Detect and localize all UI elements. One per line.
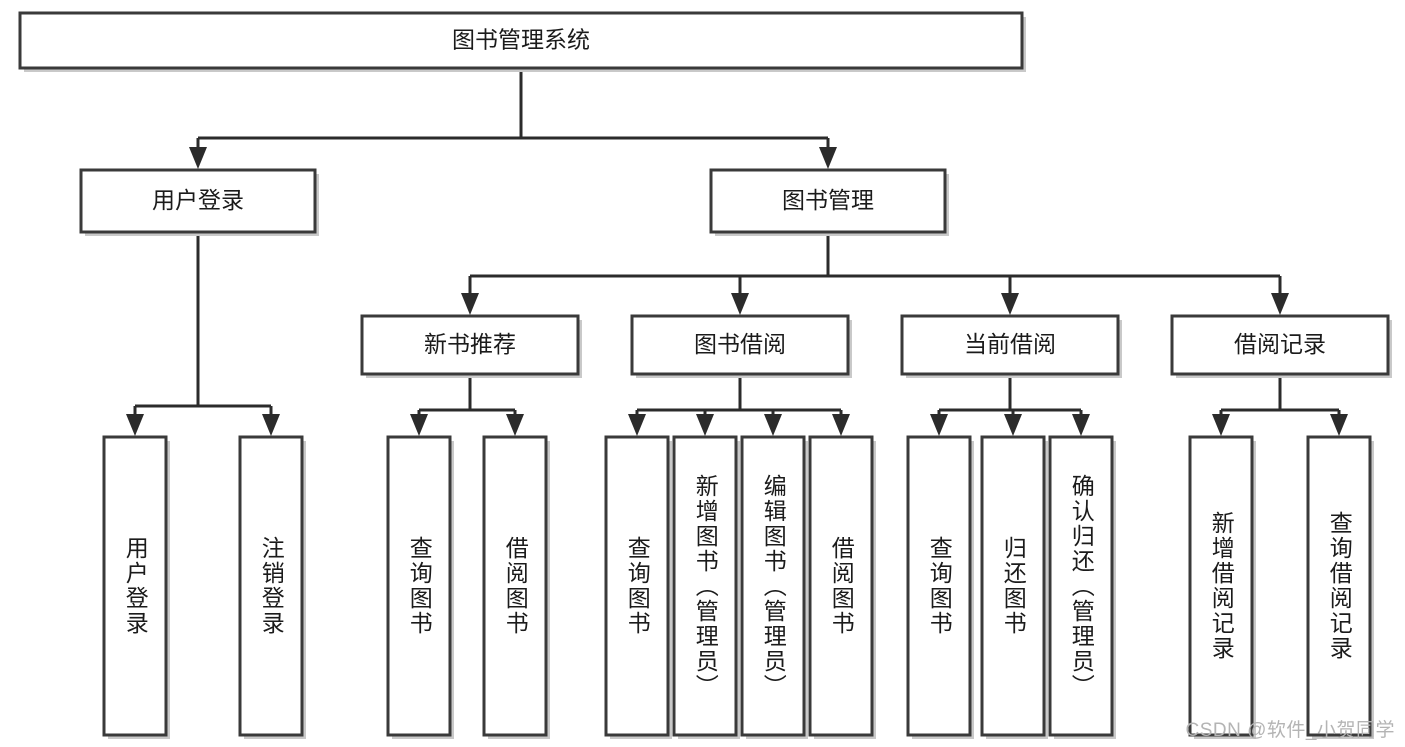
box-layer xyxy=(18,11,1392,739)
arrow-head-icon-leaf-10 xyxy=(1072,414,1090,436)
arrow-head-icon-level3-3 xyxy=(1271,293,1289,315)
leaf-box-6[interactable] xyxy=(740,435,806,737)
leaf-box-11[interactable] xyxy=(1188,435,1254,737)
node-label-level2-0: 用户登录 xyxy=(152,187,244,213)
node-label-level3-3: 借阅记录 xyxy=(1234,331,1326,357)
watermark: CSDN @软件_小贺同学 xyxy=(1185,720,1395,741)
leaf-box-3[interactable] xyxy=(482,435,548,737)
arrow-head-icon-leaf-5 xyxy=(696,414,714,436)
node-box-level3-3[interactable] xyxy=(1170,314,1390,376)
arrow-head-icon-leaf-8 xyxy=(930,414,948,436)
leaf-box-5[interactable] xyxy=(672,435,738,737)
leaf-box-2[interactable] xyxy=(386,435,452,737)
arrow-head-icon-leaf-9 xyxy=(1004,414,1022,436)
connector-layer xyxy=(126,68,1348,436)
node-box-root[interactable] xyxy=(18,11,1024,70)
arrow-head-icon-level3-1 xyxy=(731,293,749,315)
node-box-level3-0[interactable] xyxy=(360,314,580,376)
leaf-box-7[interactable] xyxy=(808,435,874,737)
arrow-head-icon-leaf-7 xyxy=(832,414,850,436)
arrow-head-icon-level2-0 xyxy=(189,147,207,169)
arrow-head-icon-leaf-1 xyxy=(262,414,280,436)
node-label-level3-0: 新书推荐 xyxy=(424,331,516,357)
arrow-head-icon-leaf-12 xyxy=(1330,414,1348,436)
node-label-level3-1: 图书借阅 xyxy=(694,331,786,357)
leaf-box-9[interactable] xyxy=(980,435,1046,737)
arrow-head-icon-leaf-11 xyxy=(1212,414,1230,436)
arrow-head-icon-leaf-4 xyxy=(628,414,646,436)
node-box-level3-1[interactable] xyxy=(630,314,850,376)
node-box-level2-0[interactable] xyxy=(79,168,317,234)
arrow-head-icon-level2-1 xyxy=(819,147,837,169)
node-label-level3-2: 当前借阅 xyxy=(964,331,1056,357)
leaf-box-12[interactable] xyxy=(1306,435,1372,737)
arrow-head-icon-leaf-6 xyxy=(764,414,782,436)
arrow-head-icon-level3-0 xyxy=(461,293,479,315)
arrow-head-icon-leaf-2 xyxy=(410,414,428,436)
node-label-level2-1: 图书管理 xyxy=(782,187,874,213)
node-box-level2-1[interactable] xyxy=(709,168,947,234)
arrow-head-icon-level3-2 xyxy=(1001,293,1019,315)
node-label-root: 图书管理系统 xyxy=(452,27,590,53)
leaf-box-10[interactable] xyxy=(1048,435,1114,737)
leaf-box-4[interactable] xyxy=(604,435,670,737)
arrow-head-icon-leaf-0 xyxy=(126,414,144,436)
leaf-box-1[interactable] xyxy=(238,435,304,737)
leaf-box-0[interactable] xyxy=(102,435,168,737)
arrow-head-icon-leaf-3 xyxy=(506,414,524,436)
leaf-box-8[interactable] xyxy=(906,435,972,737)
node-box-level3-2[interactable] xyxy=(900,314,1120,376)
